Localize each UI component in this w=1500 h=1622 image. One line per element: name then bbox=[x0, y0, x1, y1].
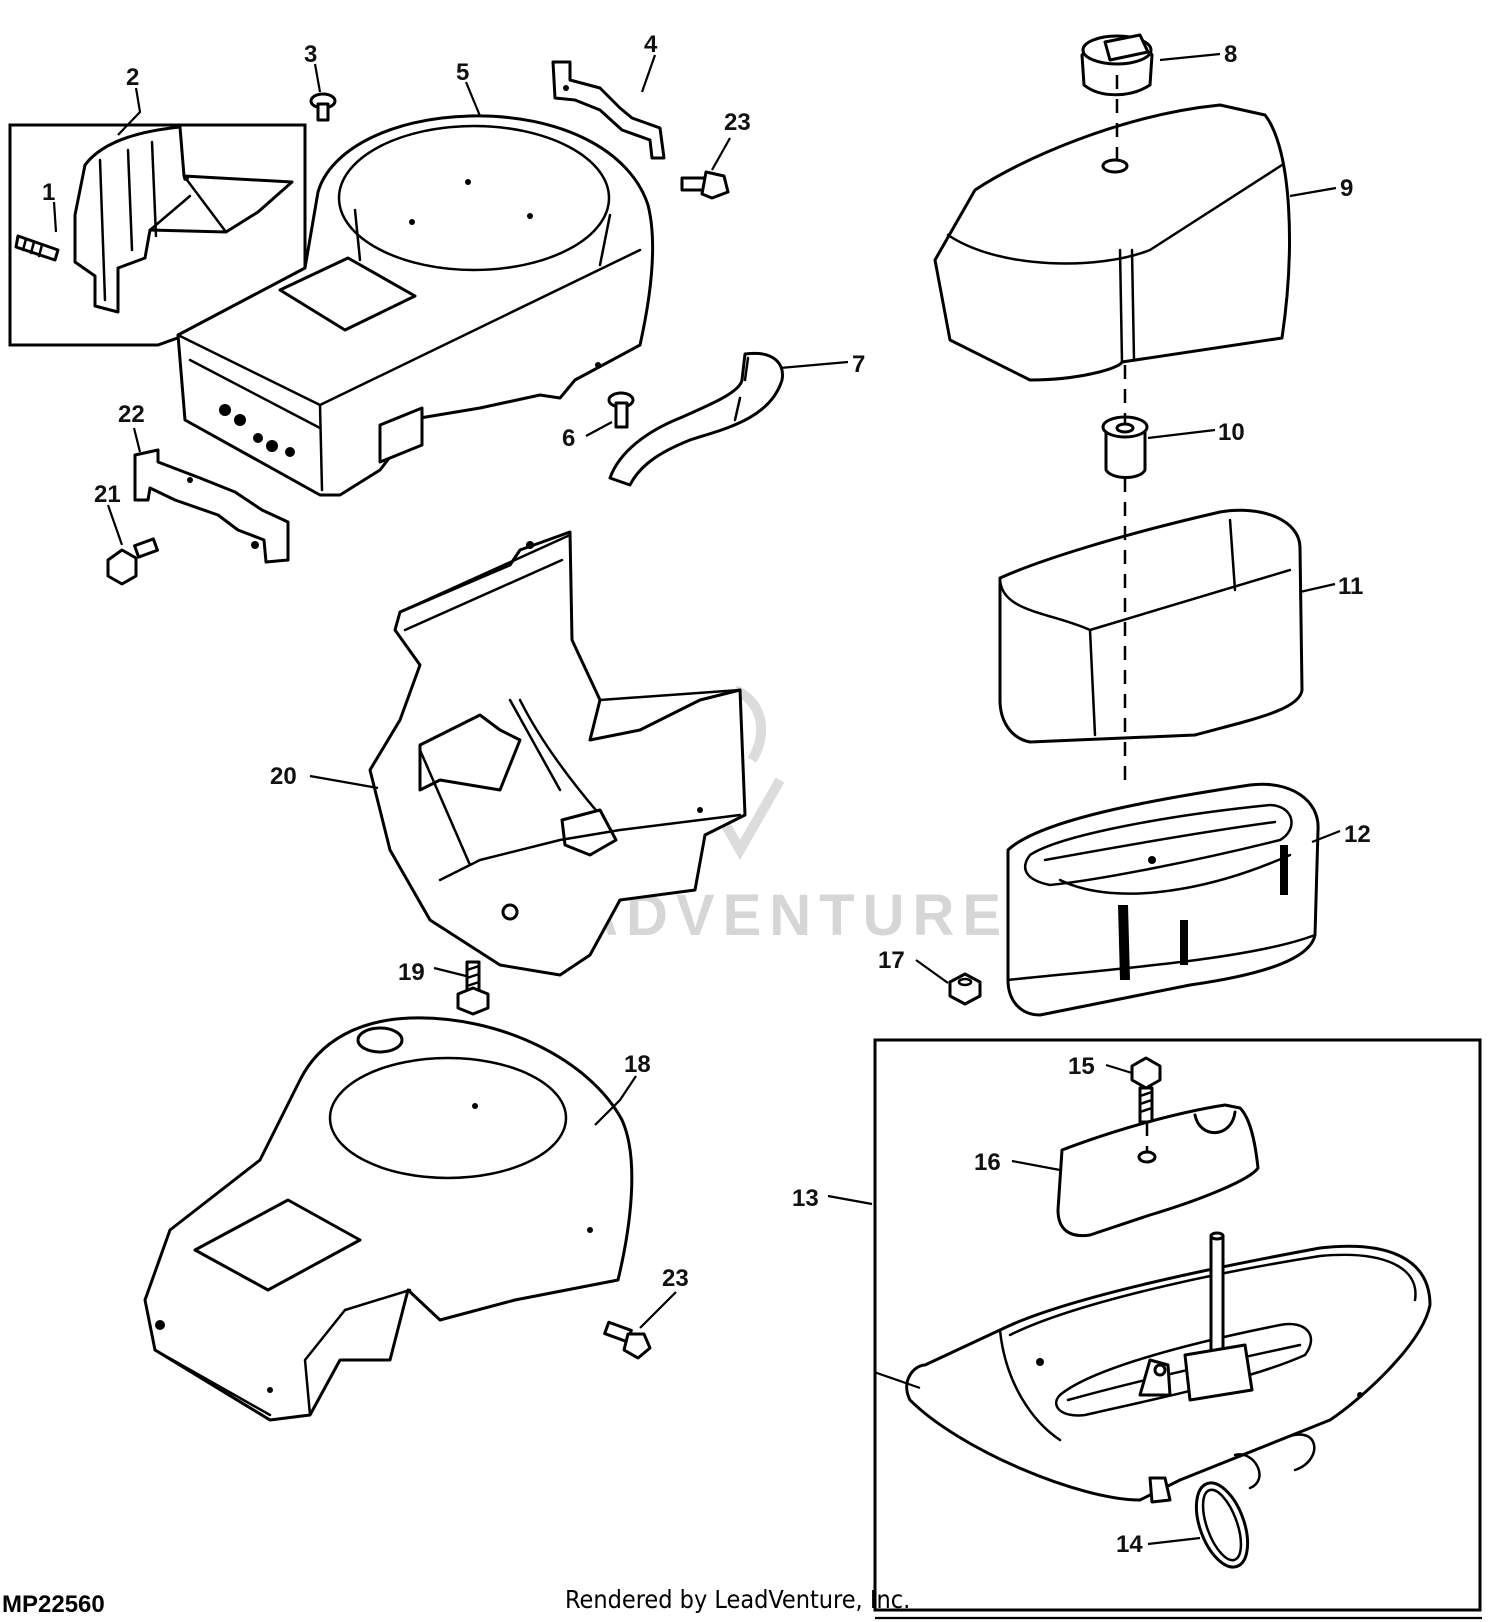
part-16-cover-plate bbox=[1056, 1103, 1260, 1238]
part-11-precleaner bbox=[998, 508, 1304, 744]
callout-2: 2 bbox=[126, 64, 139, 91]
part-19-bolt bbox=[456, 960, 490, 1016]
part-7-guide bbox=[608, 351, 784, 487]
part-3-screw bbox=[309, 92, 337, 122]
part-21-bolt bbox=[106, 537, 159, 586]
callout-19: 19 bbox=[398, 959, 425, 986]
part-14-o-ring bbox=[1194, 1481, 1250, 1569]
callout-16: 16 bbox=[974, 1149, 1001, 1176]
part-10-grommet bbox=[1101, 415, 1149, 479]
part-9-cover bbox=[933, 103, 1291, 382]
callout-11: 11 bbox=[1338, 573, 1363, 600]
part-23-bolt-top bbox=[680, 170, 730, 200]
part-20-shroud bbox=[368, 530, 747, 977]
callout-23-top: 23 bbox=[724, 109, 751, 136]
part-13-base-inset bbox=[873, 1038, 1482, 1612]
callout-3: 3 bbox=[304, 41, 317, 68]
part-4-bracket bbox=[551, 60, 666, 160]
credit-text: Rendered by LeadVenture, Inc. bbox=[565, 1585, 910, 1614]
callout-labels: 1 2 3 4 5 6 7 8 9 10 11 12 13 14 15 16 1… bbox=[42, 31, 1371, 1558]
callout-18: 18 bbox=[624, 1051, 651, 1078]
callout-6: 6 bbox=[562, 425, 575, 452]
part-23-bolt-bottom bbox=[603, 1320, 652, 1360]
callout-8: 8 bbox=[1224, 41, 1237, 68]
callout-22: 22 bbox=[118, 401, 145, 428]
part-13-base bbox=[905, 1231, 1432, 1504]
callout-12: 12 bbox=[1344, 821, 1371, 848]
part-15-bolt bbox=[1130, 1056, 1162, 1124]
footer: MP22560 Rendered by LeadVenture, Inc. bbox=[2, 1585, 1482, 1620]
part-17-nut bbox=[948, 972, 982, 1006]
callout-5: 5 bbox=[456, 59, 469, 86]
part-6-screw bbox=[607, 391, 635, 429]
part-22-bracket bbox=[133, 448, 290, 564]
assembly-centerlines bbox=[1115, 75, 1149, 1152]
part-5-blower-housing bbox=[176, 114, 655, 497]
callout-1: 1 bbox=[42, 179, 55, 206]
callout-15: 15 bbox=[1068, 1053, 1095, 1080]
callout-14: 14 bbox=[1116, 1531, 1143, 1558]
leader-lines bbox=[52, 52, 1341, 1546]
part-8-knob bbox=[1080, 33, 1154, 97]
callout-20: 20 bbox=[270, 763, 297, 790]
callout-7: 7 bbox=[852, 351, 865, 378]
callout-23-bottom: 23 bbox=[662, 1265, 689, 1292]
callout-10: 10 bbox=[1218, 419, 1245, 446]
callout-13: 13 bbox=[792, 1185, 819, 1212]
callout-17: 17 bbox=[878, 947, 905, 974]
part-18-lower-housing bbox=[143, 1016, 634, 1422]
part-1-screw bbox=[14, 234, 60, 262]
callout-4: 4 bbox=[644, 31, 658, 58]
part-12-filter bbox=[1006, 782, 1320, 1017]
callout-21: 21 bbox=[94, 481, 121, 508]
callout-9: 9 bbox=[1340, 175, 1353, 202]
figure-id: MP22560 bbox=[2, 1591, 105, 1618]
